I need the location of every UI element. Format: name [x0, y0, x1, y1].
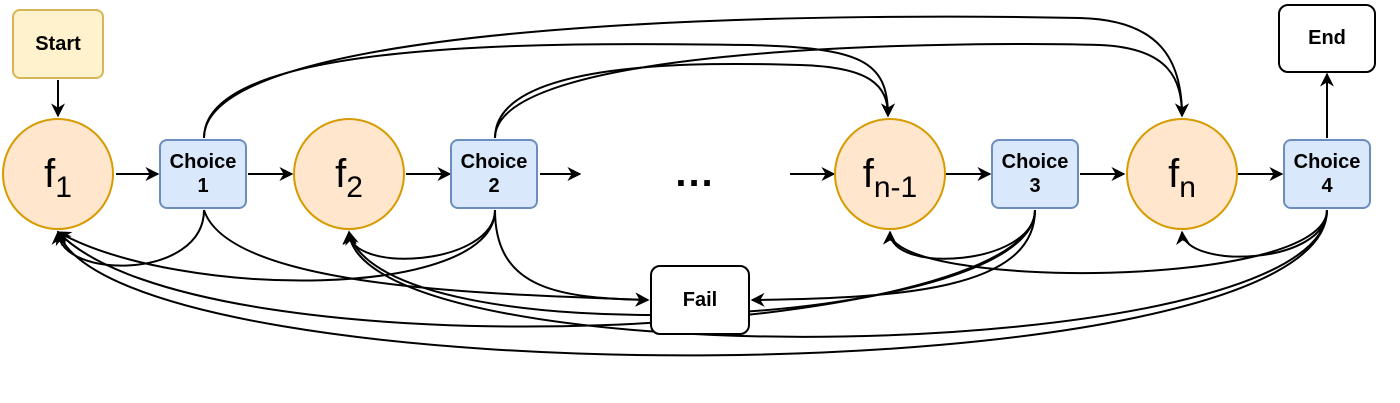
f1-base: f	[44, 151, 56, 196]
choice-node-1: Choice 1	[159, 139, 247, 209]
edge-choice3-fn1	[883, 209, 1036, 260]
choice2-number: 2	[488, 175, 500, 197]
edge-choice2-fn	[494, 43, 1189, 139]
fn-base: f	[1168, 151, 1180, 196]
choice-node-2: Choice 2	[450, 139, 538, 209]
edge-choice2-fn1	[494, 62, 895, 139]
start-node: Start	[12, 9, 104, 79]
edge-choice4-fn1	[883, 209, 1328, 275]
choice3-number: 3	[1029, 175, 1041, 197]
edge-choice3-fail	[750, 209, 1036, 307]
ellipsis-label: ...	[675, 150, 715, 195]
edge-choice4-f1	[55, 209, 1328, 357]
choice-node-4: Choice 4	[1283, 139, 1371, 209]
choice-node-3: Choice 3	[991, 139, 1079, 209]
choice2-label: Choice	[460, 151, 528, 173]
choice1-number: 1	[197, 175, 209, 197]
choice1-label: Choice	[169, 151, 237, 173]
edge-choice4-fn	[1176, 209, 1328, 258]
choice3-label: Choice	[1001, 151, 1069, 173]
edge-choice1-f1	[51, 209, 205, 267]
choice4-label: Choice	[1293, 151, 1361, 173]
edge-choice1-fn	[203, 15, 1189, 139]
fn-sub: n	[1179, 171, 1196, 204]
edge-choice2-fail	[494, 209, 650, 307]
f1-sub: 1	[55, 171, 72, 204]
f2-base: f	[335, 151, 347, 196]
edge-choice1-fail	[203, 209, 650, 307]
edge-choice2-f1	[56, 209, 496, 282]
fail-node: Fail	[650, 265, 750, 335]
ellipsis-separator: ...	[655, 148, 735, 198]
fail-label: Fail	[682, 288, 718, 311]
end-node: End	[1278, 4, 1376, 73]
choice4-number: 4	[1321, 175, 1333, 197]
end-label: End	[1308, 27, 1346, 49]
f2-sub: 2	[346, 171, 363, 204]
edge-choice3-f1	[57, 209, 1036, 328]
fn1-base: f	[862, 151, 874, 196]
start-label: Start	[35, 32, 81, 55]
fn1-sub: n-1	[873, 171, 918, 204]
